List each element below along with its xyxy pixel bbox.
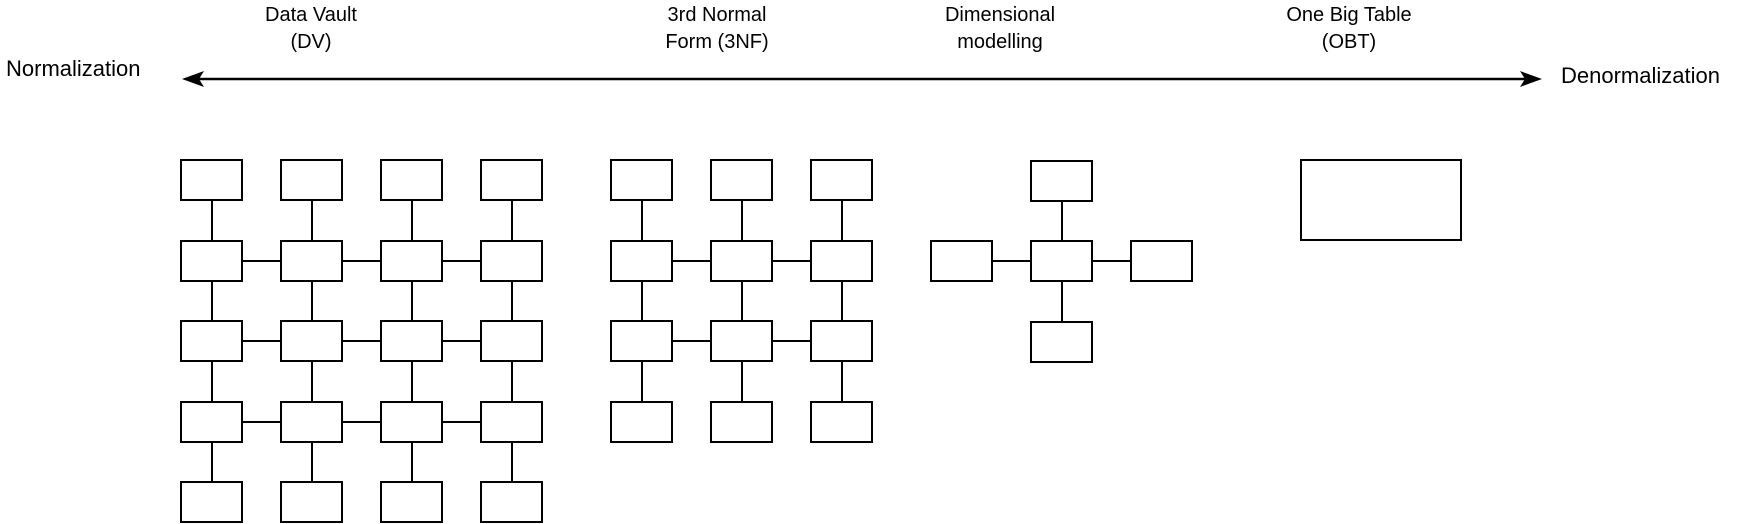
data-vault-schema-box (480, 401, 543, 443)
data-vault-schema-box (380, 240, 443, 282)
dimensional-star-schema-box (930, 240, 993, 282)
third-normal-form-schema-box (710, 401, 773, 443)
method-label-line1: One Big Table (1286, 4, 1412, 26)
data-vault-schema-box (180, 481, 243, 523)
data-vault-schema-box (380, 320, 443, 362)
third-normal-form-schema-box (610, 159, 673, 201)
data-vault-schema-box (280, 481, 343, 523)
method-label-dimensional-modelling: Dimensional modelling (945, 2, 1055, 56)
method-label-third-normal-form: 3rd Normal Form (3NF) (665, 2, 768, 56)
dimensional-star-schema-box (1030, 160, 1093, 202)
method-label-line1: Dimensional (944, 4, 1056, 26)
third-normal-form-schema-box (710, 159, 773, 201)
dimensional-star-schema-box (1030, 321, 1093, 363)
method-label-line2: Form (3NF) (665, 31, 769, 53)
data-vault-schema-box (180, 401, 243, 443)
data-vault-schema-box (380, 481, 443, 523)
method-label-line2: modelling (957, 31, 1043, 53)
third-normal-form-schema-box (810, 240, 873, 282)
method-label-line2: (OBT) (1321, 31, 1377, 53)
dimensional-star-schema-box (1130, 240, 1193, 282)
third-normal-form-schema-box (710, 320, 773, 362)
third-normal-form-schema-box (810, 159, 873, 201)
third-normal-form-schema-box (710, 240, 773, 282)
arrowhead-left-icon (182, 71, 204, 87)
data-vault-schema-box (480, 159, 543, 201)
data-vault-schema-box (280, 401, 343, 443)
third-normal-form-schema-box (610, 320, 673, 362)
data-vault-schema-box (180, 320, 243, 362)
third-normal-form-schema-box (610, 401, 673, 443)
normalization-label: Normalization (6, 56, 141, 81)
dimensional-star-schema-box (1030, 240, 1093, 282)
data-vault-schema-box (180, 159, 243, 201)
data-vault-schema-box (280, 159, 343, 201)
one-big-table-schema-box (1300, 159, 1462, 241)
data-vault-schema-box (480, 240, 543, 282)
data-vault-schema-box (380, 401, 443, 443)
data-vault-schema-box (280, 240, 343, 282)
data-vault-schema-box (280, 320, 343, 362)
method-label-one-big-table: One Big Table (OBT) (1286, 2, 1411, 56)
third-normal-form-schema-box (810, 320, 873, 362)
method-label-line1: Data Vault (265, 4, 357, 26)
method-label-line1: 3rd Normal (667, 4, 767, 26)
data-vault-schema-box (380, 159, 443, 201)
third-normal-form-schema-box (610, 240, 673, 282)
method-label-data-vault: Data Vault (DV) (265, 2, 357, 56)
data-vault-schema-box (480, 320, 543, 362)
data-vault-schema-box (180, 240, 243, 282)
method-label-line2: (DV) (290, 31, 332, 53)
arrowhead-right-icon (1520, 71, 1542, 87)
denormalization-label: Denormalization (1561, 63, 1720, 88)
third-normal-form-schema-box (810, 401, 873, 443)
data-vault-schema-box (480, 481, 543, 523)
